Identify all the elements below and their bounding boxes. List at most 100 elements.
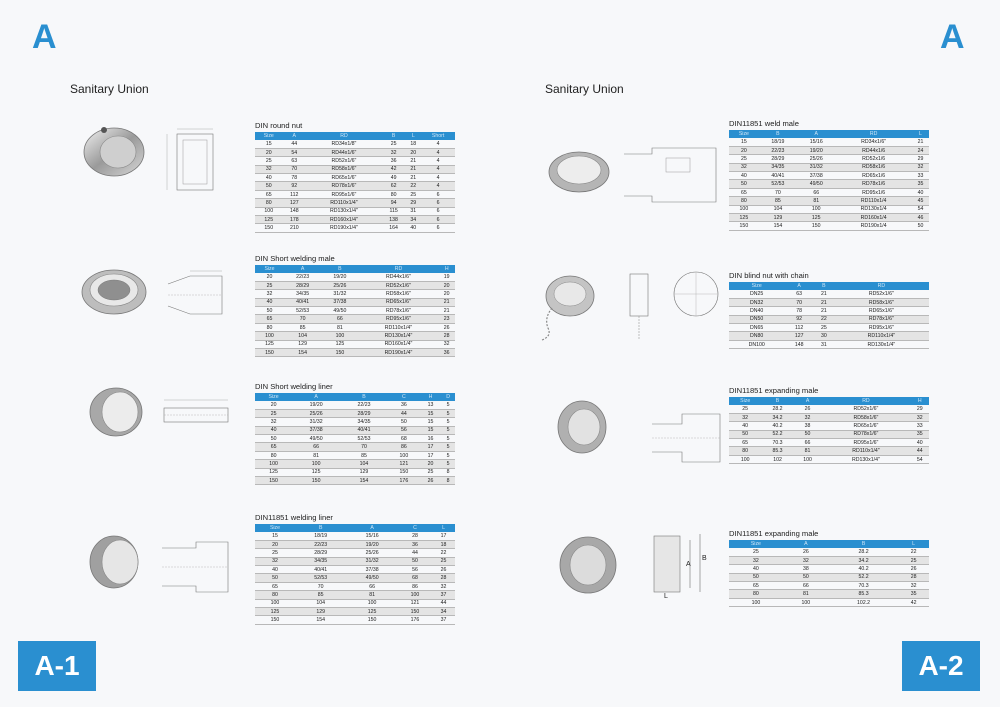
table-cell: 49/50 (797, 179, 836, 189)
short-welding-liner-drawing (163, 399, 229, 423)
spec-block-title: DIN11851 expanding male (729, 386, 819, 395)
table-cell: 25 (729, 154, 759, 164)
table-cell: 21 (438, 306, 455, 316)
table-cell: 80 (255, 590, 295, 600)
table-cell: 40/41 (294, 565, 347, 575)
column-header: A (793, 397, 822, 405)
table-cell: DN50 (729, 315, 785, 325)
column-header: L (911, 130, 929, 138)
table-cell: 121 (397, 599, 433, 609)
table-cell: 20 (405, 148, 422, 158)
table-cell: 86 (387, 442, 420, 452)
table-cell: 50 (255, 306, 284, 316)
dim-label-a: A (686, 561, 691, 568)
table-cell: 66 (321, 314, 359, 324)
table-cell: 40 (255, 426, 293, 436)
round-nut-drawing (166, 128, 214, 191)
expanding-male-photo-2 (559, 536, 617, 594)
table-cell: 50 (782, 573, 829, 583)
spec-block-title: DIN round nut (255, 121, 303, 130)
table-cell: 32 (255, 165, 283, 175)
table-cell: 49/50 (292, 434, 341, 444)
table-cell: 80 (729, 589, 783, 599)
table-cell: 32 (782, 556, 829, 566)
table-cell: 56 (397, 565, 433, 575)
column-header: A (292, 393, 341, 401)
table-cell: DN80 (729, 331, 785, 341)
table-cell: 32 (432, 582, 455, 592)
table-cell: 81 (793, 446, 822, 456)
table-cell: 15 (419, 426, 442, 436)
table-cell: 22/23 (283, 273, 322, 282)
table-cell: 26 (419, 476, 442, 486)
table-cell: 150 (255, 223, 283, 233)
table-cell: 20 (255, 273, 284, 282)
blind-nut-front-drawing (673, 271, 719, 317)
spec-block-title: DIN Short welding male (255, 254, 335, 263)
table-cell: RD58x1/6" (833, 298, 929, 308)
table-cell: 28/29 (340, 409, 388, 419)
table-cell: 52.2 (761, 430, 794, 440)
table-cell: RD190x1/4" (306, 223, 382, 233)
table-cell: 15 (419, 417, 442, 427)
table-cell: 150 (292, 476, 341, 486)
column-header: B (758, 130, 798, 138)
table-cell: 52/53 (340, 434, 388, 444)
table-cell: 4 (421, 181, 455, 191)
table-cell: 21 (405, 165, 422, 175)
table-cell: 35 (910, 430, 929, 440)
spec-block-title: DIN11851 welding liner (255, 513, 333, 522)
table-cell: 36 (397, 540, 433, 550)
table-cell: 32 (381, 148, 406, 158)
column-header: B (761, 397, 794, 405)
table-cell: 125 (321, 340, 359, 350)
table-cell: RD65x1/6" (833, 306, 929, 316)
table-cell: 20 (255, 401, 293, 410)
table-cell: 15 (255, 140, 283, 149)
table-cell: 70.3 (828, 581, 899, 591)
table-cell: 100 (729, 598, 783, 608)
table-cell: 70.3 (761, 438, 794, 448)
table-cell: 154 (758, 221, 798, 231)
table-cell: 21 (813, 298, 834, 308)
table-cell: 6 (421, 190, 455, 200)
weld-male-photo (548, 151, 610, 193)
table-cell: 85 (758, 196, 798, 206)
table-cell: 40 (729, 421, 762, 431)
table-cell: 42 (898, 598, 929, 608)
table-cell: 15 (255, 532, 295, 541)
table-cell: 34 (405, 215, 422, 225)
table-cell: 6 (421, 215, 455, 225)
table-cell: 32 (255, 417, 293, 427)
table-cell: 28/29 (294, 548, 347, 558)
table-cell: 4 (421, 148, 455, 158)
table-cell: 18 (432, 540, 455, 550)
table-cell: 70 (784, 298, 814, 308)
table-cell: 68 (397, 573, 433, 583)
table-cell: 29 (405, 198, 422, 208)
table-cell: RD65x1/6 (835, 171, 912, 181)
page-number-badge: A-2 (902, 641, 980, 691)
table-cell: 28/29 (758, 154, 798, 164)
table-cell: 52.2 (828, 573, 899, 583)
